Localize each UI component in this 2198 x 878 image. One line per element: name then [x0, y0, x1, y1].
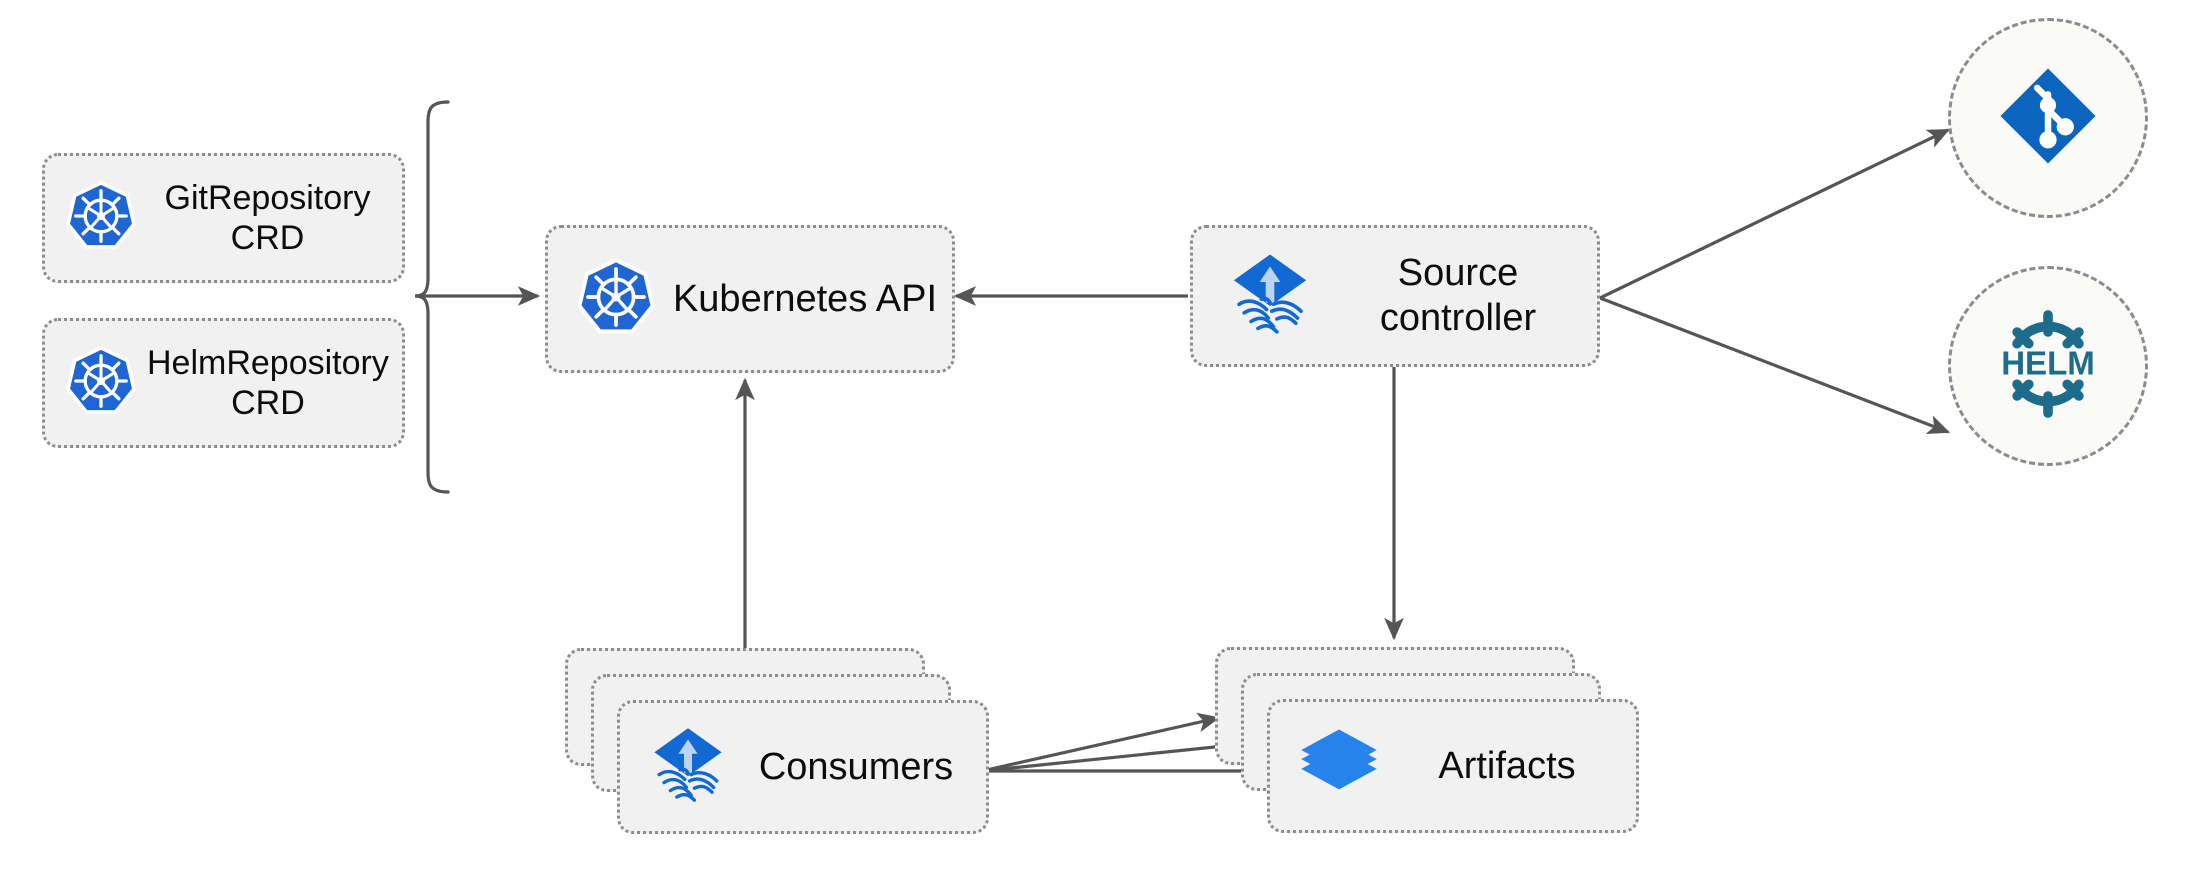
consumers-stack[interactable]: Consumers [565, 648, 995, 858]
flux-source-icon [1227, 251, 1313, 342]
artifacts-stack[interactable]: Artifacts [1215, 647, 1645, 857]
artifacts-card-front[interactable]: Artifacts [1267, 699, 1639, 833]
edge-source-controller-to-git [1599, 128, 1951, 300]
git-provider-node[interactable] [1948, 18, 2148, 218]
edge-consumers-to-artifacts-1 [981, 712, 1221, 773]
helmrepository-crd-label: HelmRepository CRD [147, 343, 389, 422]
kubernetes-icon [65, 345, 137, 422]
kubernetes-icon [65, 180, 137, 257]
git-icon [1994, 62, 2102, 175]
kubernetes-api-node[interactable]: Kubernetes API [545, 225, 955, 373]
helmrepository-crd-node[interactable]: HelmRepository CRD [42, 318, 405, 448]
edge-consumers-to-artifacts-2 [981, 736, 1247, 773]
source-controller-label: Source controller [1379, 252, 1537, 339]
flux-source-icon [648, 725, 728, 810]
helm-repository-node[interactable]: HELM [1948, 266, 2148, 466]
consumers-card-front[interactable]: Consumers [617, 700, 989, 834]
gitrepository-crd-node[interactable]: GitRepository CRD [42, 153, 405, 283]
kubernetes-icon [576, 257, 656, 342]
helm-wordmark: HELM [2001, 345, 2095, 382]
kubernetes-api-label: Kubernetes API [672, 277, 938, 320]
gitrepository-crd-label: GitRepository CRD [164, 178, 371, 257]
layers-icon [1298, 723, 1380, 810]
consumers-label: Consumers [758, 745, 954, 788]
helm-icon: HELM [1984, 300, 2112, 433]
source-controller-node[interactable]: Source controller [1190, 225, 1600, 367]
artifacts-label: Artifacts [1438, 744, 1576, 787]
crd-group-bracket [414, 100, 450, 494]
edge-source-controller-to-helm [1599, 296, 1951, 434]
